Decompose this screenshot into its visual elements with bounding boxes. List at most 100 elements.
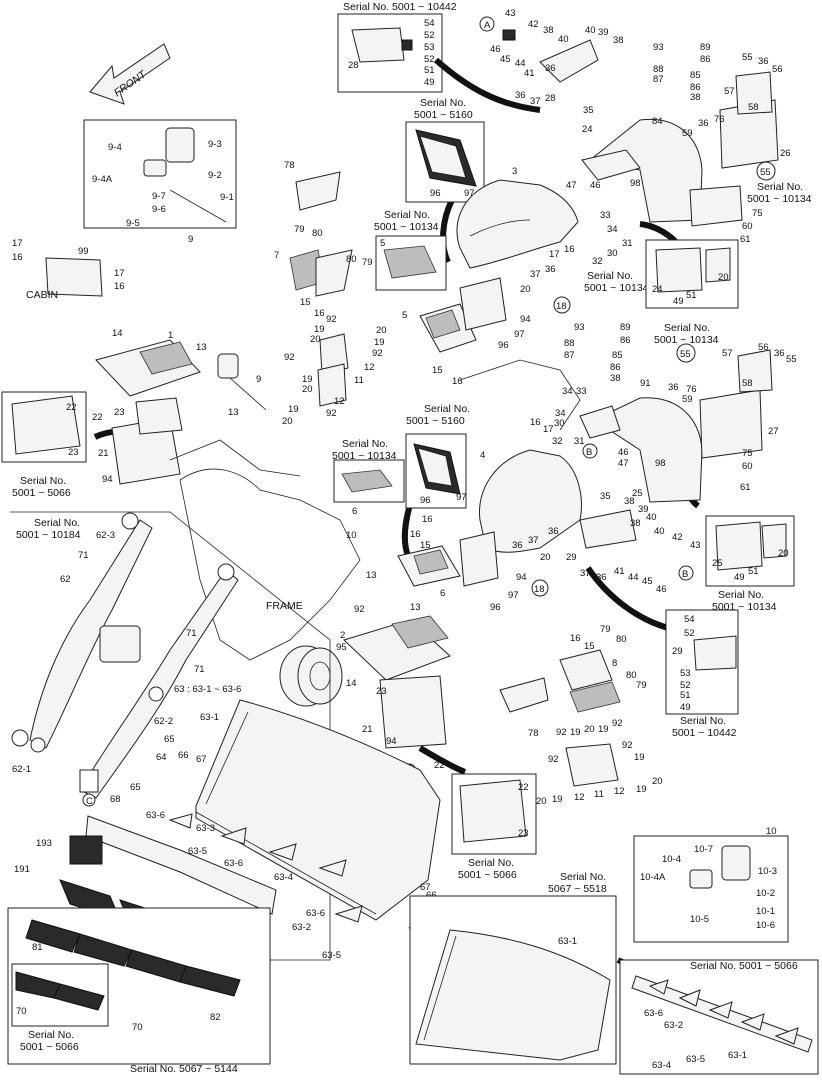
svg-text:44: 44 [515,58,526,69]
svg-text:53: 53 [424,42,435,53]
svg-text:79: 79 [362,257,373,268]
svg-text:94: 94 [386,736,397,747]
svg-text:51: 51 [686,290,697,301]
svg-text:51: 51 [748,566,759,577]
svg-text:98: 98 [655,458,666,469]
svg-text:9-4A: 9-4A [92,174,113,185]
svg-text:4: 4 [480,450,485,461]
svg-text:80: 80 [616,634,627,645]
svg-text:55: 55 [786,354,797,365]
svg-text:38: 38 [690,92,701,103]
right-panel-box-upper: 20 24 49 51 [645,239,739,309]
svg-text:71: 71 [194,664,205,675]
svg-text:5001 ~ 10134: 5001 ~ 10134 [584,282,649,294]
svg-text:5001 ~ 10134: 5001 ~ 10134 [747,193,812,205]
svg-text:82: 82 [210,1012,221,1023]
svg-text:6: 6 [352,506,357,517]
svg-text:89: 89 [620,322,631,333]
svg-text:52: 52 [684,628,695,639]
svg-text:51: 51 [424,65,435,76]
svg-text:24: 24 [582,124,593,135]
svg-text:13: 13 [410,602,421,613]
svg-text:63-6: 63-6 [306,908,325,919]
svg-text:60: 60 [742,461,753,472]
svg-text:23: 23 [114,407,125,418]
svg-text:20: 20 [718,272,729,283]
svg-text:10-6: 10-6 [756,920,775,931]
svg-text:19: 19 [570,727,581,738]
svg-text:60: 60 [742,221,753,232]
svg-text:15: 15 [584,641,595,652]
svg-text:19: 19 [598,724,609,735]
svg-text:36: 36 [758,56,769,67]
svg-text:55: 55 [680,349,691,360]
svg-text:88: 88 [564,338,575,349]
svg-text:193: 193 [36,838,52,849]
svg-text:29: 29 [566,552,577,563]
svg-text:52: 52 [424,54,435,65]
svg-text:39: 39 [598,27,609,38]
svg-text:23: 23 [518,828,529,839]
svg-text:52: 52 [424,30,435,41]
svg-text:22: 22 [66,402,77,413]
svg-text:29: 29 [672,646,683,657]
svg-text:92: 92 [326,408,337,419]
svg-text:65: 65 [130,782,141,793]
svg-text:10: 10 [766,826,777,837]
svg-text:16: 16 [314,308,325,319]
svg-text:14: 14 [112,328,123,339]
svg-text:12: 12 [364,362,375,373]
svg-text:63-2: 63-2 [292,922,311,933]
svg-text:93: 93 [653,42,664,53]
svg-text:88: 88 [653,64,664,75]
front-arrow: FRONT [89,43,171,105]
svg-text:5001 ~ 5160: 5001 ~ 5160 [414,109,473,121]
svg-text:5001 ~ 5066: 5001 ~ 5066 [12,487,71,499]
svg-text:40: 40 [646,512,657,523]
svg-text:23: 23 [376,686,387,697]
svg-text:76: 76 [686,384,697,395]
svg-text:23: 23 [68,447,79,458]
svg-text:9: 9 [188,234,193,245]
svg-text:63-5: 63-5 [188,846,207,857]
svg-text:56: 56 [758,342,769,353]
svg-text:78: 78 [528,728,539,739]
svg-text:5: 5 [402,310,407,321]
svg-text:98: 98 [630,178,641,189]
svg-text:5: 5 [380,238,385,249]
svg-text:31: 31 [622,238,633,249]
svg-text:58: 58 [742,378,753,389]
svg-text:93: 93 [574,322,585,333]
svg-text:13: 13 [228,407,239,418]
svg-text:5001 ~ 5160: 5001 ~ 5160 [406,415,465,427]
svg-text:15: 15 [432,365,443,376]
svg-text:79: 79 [636,680,647,691]
svg-text:Serial No. 5001 ~ 5066: Serial No. 5001 ~ 5066 [690,960,798,972]
svg-text:3: 3 [512,166,517,177]
svg-text:9-5: 9-5 [126,218,140,229]
svg-text:86: 86 [610,362,621,373]
svg-text:57: 57 [724,86,735,97]
svg-text:27: 27 [768,426,779,437]
svg-text:15: 15 [420,540,431,551]
svg-text:86: 86 [620,335,631,346]
svg-text:37: 37 [528,535,539,546]
svg-text:39: 39 [638,504,649,515]
svg-text:28: 28 [348,60,359,71]
svg-text:16: 16 [422,514,433,525]
svg-text:36: 36 [668,382,679,393]
svg-text:Serial No.: Serial No. [664,322,710,334]
svg-text:25: 25 [712,558,723,569]
svg-text:55: 55 [760,167,771,178]
svg-text:19: 19 [374,337,385,348]
rear-panel-26: 55 36 56 57 58 36 76 59 26 55 Serial No.… [682,52,812,245]
svg-text:78: 78 [284,160,295,171]
svg-text:94: 94 [520,314,531,325]
step-78-top: 78 79 80 7 80 79 15 16 [274,160,373,319]
svg-text:46: 46 [656,584,667,595]
svg-text:191: 191 [14,864,30,875]
svg-text:Serial No.: Serial No. [424,403,470,415]
svg-text:84: 84 [652,116,663,127]
svg-text:96: 96 [490,602,501,613]
svg-text:36: 36 [698,118,709,129]
